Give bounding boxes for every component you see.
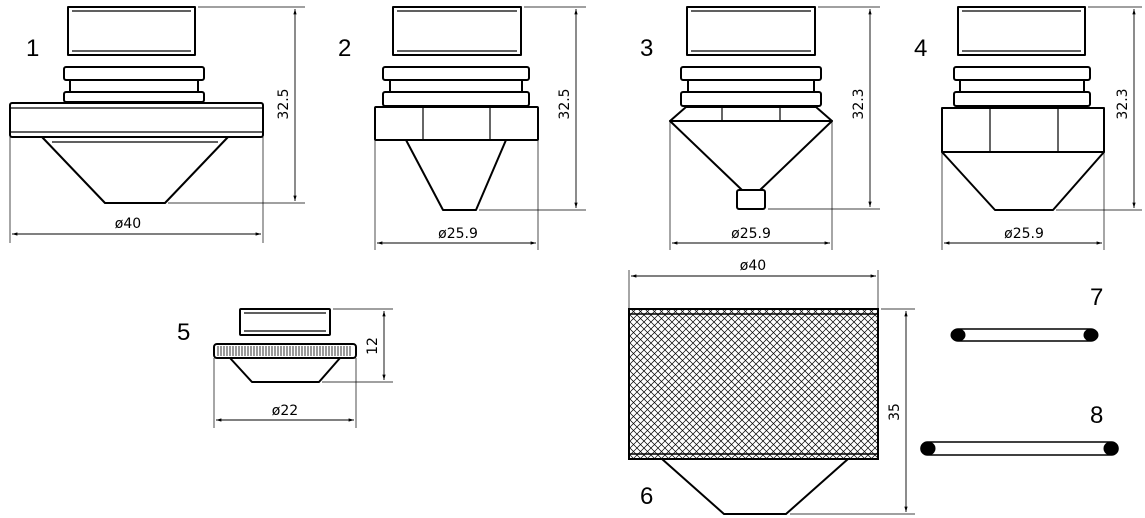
part-7: 7 xyxy=(950,284,1103,342)
part-8-number: 8 xyxy=(1090,402,1103,429)
part-4-hex xyxy=(941,107,1105,153)
part-1-thread xyxy=(67,6,196,56)
part-1-height: 32.5 xyxy=(276,88,292,119)
part-3: 3 32.3 ø25.9 xyxy=(640,6,880,250)
part-4-number: 4 xyxy=(914,35,927,62)
part-5-diameter: ø22 xyxy=(272,403,298,419)
part-4-cone xyxy=(941,151,1105,211)
part-2: 2 32.5 ø25.9 xyxy=(338,6,586,250)
part-3-tip xyxy=(736,189,766,210)
part-2-number: 2 xyxy=(338,35,351,62)
part-5: 5 12 ø22 xyxy=(177,308,393,428)
part-4-thread xyxy=(957,6,1086,56)
part-2-diameter: ø25.9 xyxy=(438,226,478,242)
part-5-thread xyxy=(239,308,331,336)
part-6-diameter: ø40 xyxy=(740,258,766,274)
part-2-height: 32.5 xyxy=(557,88,573,119)
part-6: 6 ø40 35 xyxy=(628,258,915,515)
part-2-thread xyxy=(392,6,522,56)
part-3-thread xyxy=(686,6,816,56)
part-3-number: 3 xyxy=(640,35,653,62)
part-2-hex xyxy=(374,106,539,141)
part-1-diameter: ø40 xyxy=(115,216,141,232)
part-7-oring xyxy=(951,328,1098,342)
part-8-oring xyxy=(920,441,1119,456)
part-6-knurled-body xyxy=(628,308,879,460)
part-6-number: 6 xyxy=(640,483,653,510)
part-4-height: 32.3 xyxy=(1115,88,1131,119)
part-6-cone xyxy=(661,458,849,515)
part-1-cone xyxy=(41,136,229,204)
part-3-hex-top xyxy=(669,106,833,122)
part-4: 4 32.3 ø25.9 xyxy=(914,6,1142,250)
part-1-number: 1 xyxy=(26,35,39,62)
part-5-height: 12 xyxy=(365,337,381,355)
part-8: 8 xyxy=(920,402,1119,456)
part-4-diameter: ø25.9 xyxy=(1004,226,1044,242)
part-5-number: 5 xyxy=(177,319,190,346)
part-5-cone xyxy=(229,357,341,383)
part-2-cone xyxy=(405,139,507,211)
part-7-number: 7 xyxy=(1090,284,1103,311)
part-1: 1 32.5 ø40 xyxy=(9,6,305,243)
part-5-knurl xyxy=(217,346,351,356)
part-3-diameter: ø25.9 xyxy=(731,226,771,242)
part-3-height: 32.3 xyxy=(851,88,867,119)
part-3-cone xyxy=(669,120,833,191)
part-6-height: 35 xyxy=(887,403,903,421)
